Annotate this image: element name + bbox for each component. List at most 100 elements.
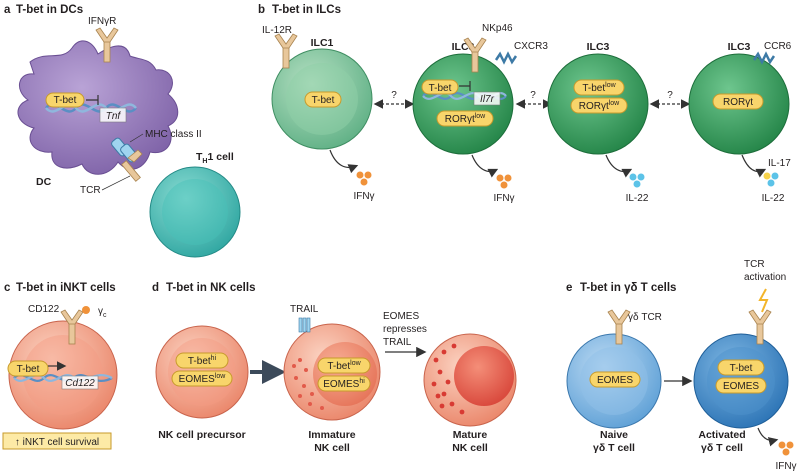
ccr6-receptor-icon <box>752 51 776 65</box>
svg-text:T-bet: T-bet <box>312 95 335 106</box>
ccr6-label: CCR6 <box>764 41 792 52</box>
ilc1-output-label: IFNγ <box>353 191 374 202</box>
cxcr3-receptor-icon <box>494 51 518 65</box>
panel-a-title: T-bet in DCs <box>16 4 83 16</box>
activated-tbet-pill <box>717 359 765 376</box>
gamma-c-label: γc <box>98 306 107 319</box>
ilc1-output-arrow <box>329 149 359 174</box>
ilc3-output-arrow-1 <box>471 154 499 178</box>
trail-label: TRAIL <box>290 304 319 315</box>
mature-label-2: NK cell <box>452 442 488 454</box>
ilc1-tbet-pill <box>304 91 342 108</box>
ilc3-label-3: ILC3 <box>728 41 751 53</box>
inhibit-icon <box>86 95 99 105</box>
il12r-label: IL-12R <box>262 25 292 36</box>
precursor-tbet-pill <box>175 352 229 369</box>
ilc1-label: ILC1 <box>311 37 334 49</box>
lightning-icon <box>758 288 769 313</box>
dendritic-cell <box>17 40 179 175</box>
ifng-molecules-icon-3 <box>778 441 794 456</box>
cd122-label: CD122 <box>28 304 60 315</box>
activated-output-label: IFNγ <box>775 461 796 472</box>
ilc3c-rorgt-pill <box>712 93 764 110</box>
survival-label: ↑ iNKT cell survival <box>15 437 99 448</box>
th1-label: TH1 cell <box>196 151 234 165</box>
svg-text:RORγtlow: RORγtlow <box>445 113 486 125</box>
granules-icon <box>292 358 324 410</box>
ilc3-output-label-3a: IL-17 <box>768 158 791 169</box>
inkt-tbet-pill <box>7 360 49 377</box>
svg-text:T-bet: T-bet <box>429 83 452 94</box>
naive-eomes-pill <box>589 371 641 388</box>
panel-a: a T-bet in DCs IFNγR T-bet Tnf DC MHC cl… <box>4 4 241 258</box>
panel-c: c T-bet in iNKT cells CD122 γc T-bet Cd1… <box>2 282 118 450</box>
svg-text:T-betlow: T-betlow <box>327 360 361 372</box>
ilc3-output-arrow-2 <box>605 154 633 178</box>
cytokine-icon <box>82 306 90 314</box>
th1-cell <box>149 166 241 258</box>
inhibit-icon-2 <box>459 81 471 91</box>
cd122-gene-label: Cd122 <box>65 378 95 389</box>
svg-text:T-bet: T-bet <box>17 364 40 375</box>
svg-text:RORγt: RORγt <box>723 97 753 108</box>
panel-e: e T-bet in γδ T cells γδ TCR EOMES Naive… <box>566 259 797 472</box>
tbet-label: T-bet <box>54 95 77 106</box>
activated-label-2: γδ T cell <box>701 442 743 454</box>
cxcr3-label: CXCR3 <box>514 41 548 52</box>
nkp46-label: NKp46 <box>482 23 513 34</box>
ilc3-label-2: ILC3 <box>587 41 610 53</box>
svg-text:RORγtlow: RORγtlow <box>579 100 620 112</box>
ilc3-cell-1 <box>412 53 514 155</box>
mhc-label: MHC class II <box>145 129 202 140</box>
panel-d-title: T-bet in NK cells <box>166 282 255 294</box>
il17-il22-molecules-icon <box>763 172 779 187</box>
panel-d: d T-bet in NK cells T-bethi EOMESlow NK … <box>152 282 517 454</box>
activated-eomes-pill <box>715 377 767 394</box>
represses-text-1: EOMES <box>383 311 419 322</box>
ifng-molecules-icon <box>356 171 372 186</box>
tcr-activation-label-2: activation <box>744 272 786 283</box>
naive-label-2: γδ T cell <box>593 442 635 454</box>
represses-text-3: TRAIL <box>383 337 412 348</box>
question-2: ? <box>530 90 536 101</box>
il22-molecules-icon <box>629 173 645 188</box>
panel-a-letter: a <box>4 4 11 16</box>
ilc3-output-arrow-3 <box>741 154 767 178</box>
ifng-molecules-icon-2 <box>496 174 512 189</box>
panel-b-title: T-bet in ILCs <box>272 4 341 16</box>
panel-e-letter: e <box>566 282 572 294</box>
tcr-label: TCR <box>80 185 101 196</box>
ifngr-label: IFNγR <box>88 16 116 27</box>
tnf-gene-label: Tnf <box>106 111 122 122</box>
immature-label-2: NK cell <box>314 442 350 454</box>
granules-icon-2 <box>431 343 465 415</box>
svg-text:T-bet: T-bet <box>730 363 753 374</box>
ilc3-tbet-pill <box>421 79 459 95</box>
precursor-eomes-pill <box>171 370 233 387</box>
represses-text-2: represses <box>383 324 427 335</box>
mature-label-1: Mature <box>453 429 488 441</box>
dc-label: DC <box>36 176 52 188</box>
ilc3-output-label-2: IL-22 <box>626 193 649 204</box>
svg-text:EOMES: EOMES <box>723 381 759 392</box>
svg-text:EOMEShi: EOMEShi <box>323 378 365 390</box>
il7r-gene-label: Il7r <box>480 94 495 105</box>
inkt-cell <box>8 320 118 430</box>
gd-tcr-label: γδ TCR <box>628 312 662 323</box>
ilc3-rorgt-pill <box>436 110 494 127</box>
panel-c-letter: c <box>4 282 11 294</box>
panel-d-letter: d <box>152 282 159 294</box>
svg-text:T-betlow: T-betlow <box>582 82 616 94</box>
immature-label-1: Immature <box>308 429 355 441</box>
svg-text:T-bethi: T-bethi <box>188 355 217 367</box>
panel-e-title: T-bet in γδ T cells <box>580 282 676 294</box>
tcr-icon <box>121 149 143 182</box>
ilc3-output-label-3b: IL-22 <box>762 193 785 204</box>
question-1: ? <box>391 90 397 101</box>
immature-eomes-pill <box>317 375 371 392</box>
immature-tbet-pill <box>317 357 371 374</box>
trail-receptor-icon <box>298 317 311 333</box>
ilc3-output-label-1: IFNγ <box>493 193 514 204</box>
panel-c-title: T-bet in iNKT cells <box>16 282 116 294</box>
